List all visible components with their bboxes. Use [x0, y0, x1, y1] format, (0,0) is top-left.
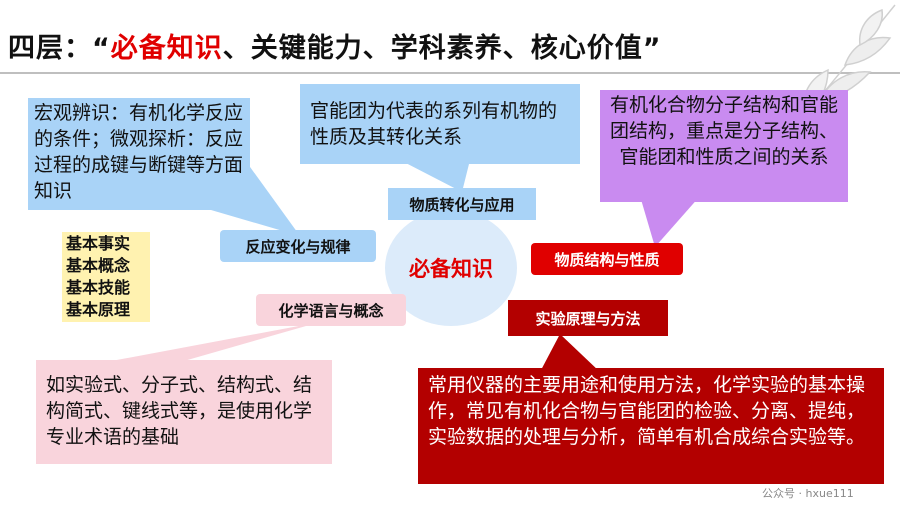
callout-chemical-language: 如实验式、分子式、结构式、结构简式、键线式等，是使用化学专业术语的基础 [36, 360, 332, 464]
branch-transformation: 物质转化与应用 [388, 188, 536, 220]
pointer-blue-top [400, 160, 470, 192]
pointer-purple [640, 196, 700, 247]
title-highlight: 必备知识 [110, 33, 223, 64]
branch-reaction: 反应变化与规律 [220, 230, 376, 262]
title-suffix: 、关键能力、学科素养、核心价值” [222, 33, 662, 64]
watermark: 公众号 · hxue111 [762, 487, 854, 500]
basics-list: 基本事实 基本概念 基本技能 基本原理 [62, 232, 150, 322]
basics-item: 基本概念 [66, 256, 131, 275]
branch-chem-language: 化学语言与概念 [256, 294, 406, 326]
center-node: 必备知识 [385, 210, 517, 326]
title-prefix: 四层：“ [8, 33, 111, 64]
pointer-pink [90, 322, 320, 365]
callout-experiment: 常用仪器的主要用途和使用方法，化学实验的基本操作，常见有机化合物与官能团的检验、… [418, 368, 884, 484]
pointer-red [540, 334, 600, 372]
page-title: 四层：“必备知识、关键能力、学科素养、核心价值” [8, 26, 662, 65]
basics-item: 基本技能 [66, 278, 131, 297]
callout-molecular-structure: 有机化合物分子结构和官能团结构，重点是分子结构、官能团和性质之间的关系 [600, 90, 848, 202]
basics-item: 基本事实 [66, 234, 131, 253]
callout-functional-groups: 官能团为代表的系列有机物的性质及其转化关系 [300, 84, 580, 164]
title-underline [0, 72, 900, 74]
branch-experiment: 实验原理与方法 [508, 300, 668, 336]
callout-macro-micro: 宏观辨识：有机化学反应的条件；微观探析：反应过程的成键与断键等方面知识 [28, 98, 250, 210]
branch-structure: 物质结构与性质 [531, 243, 683, 275]
basics-item: 基本原理 [66, 300, 131, 319]
center-label: 必备知识 [409, 257, 493, 281]
